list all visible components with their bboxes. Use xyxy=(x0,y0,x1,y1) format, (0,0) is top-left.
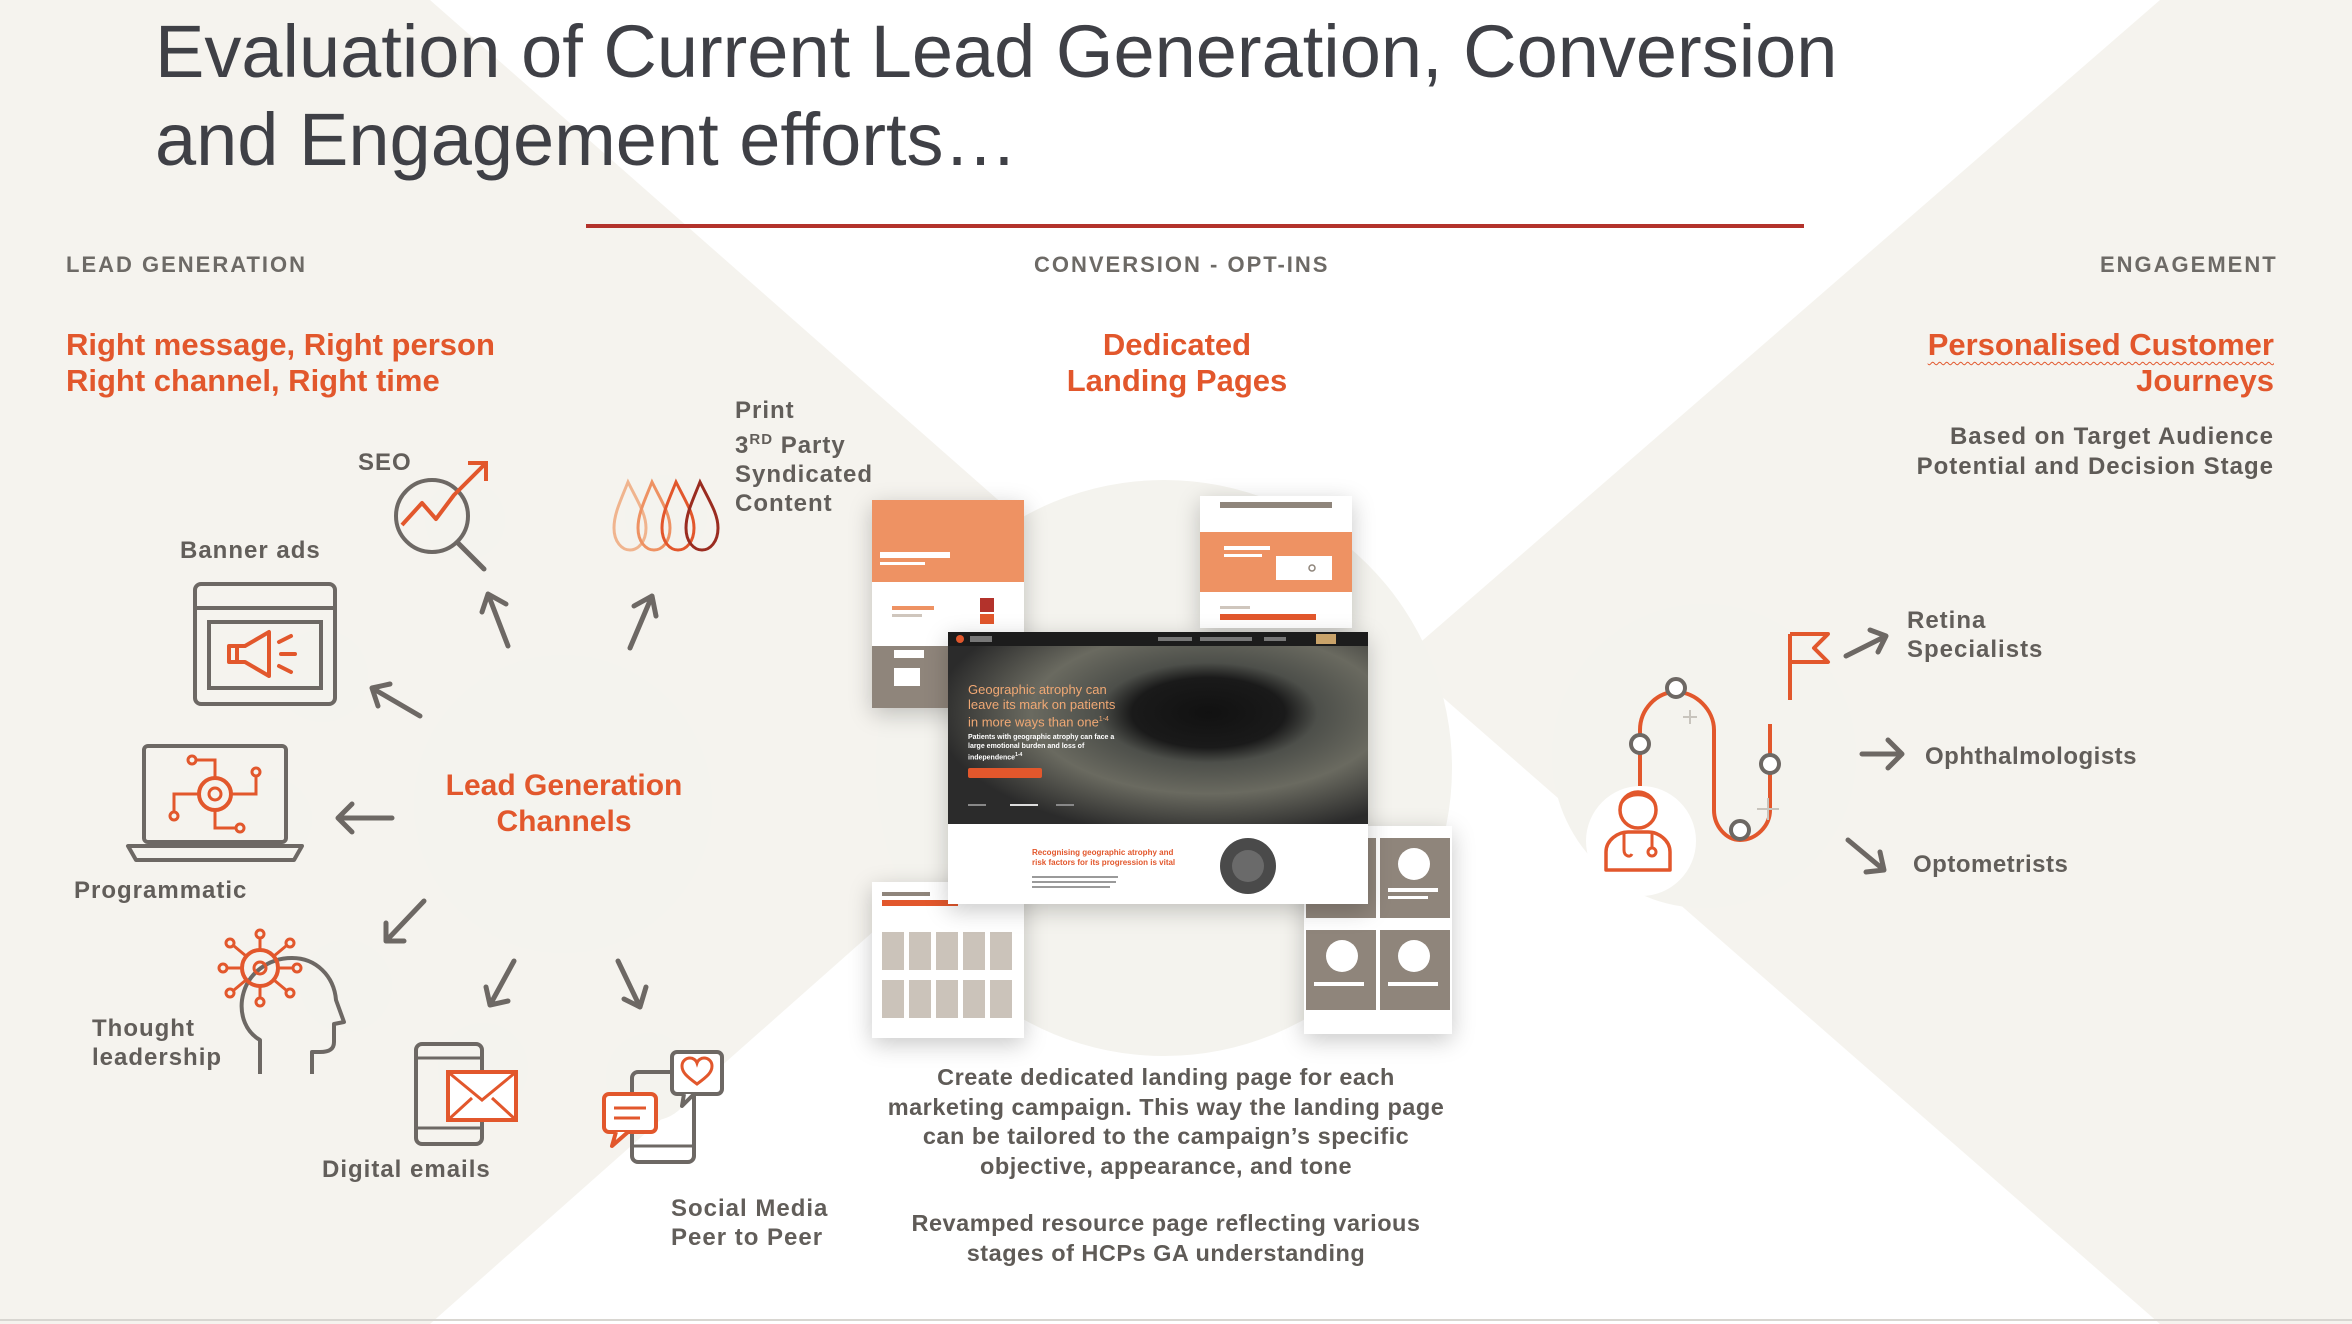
resource-page-description-line2: stages of HCPs GA understanding xyxy=(966,1239,1366,1266)
engagement-subtitle-line2: Potential and Decision Stage xyxy=(1916,453,2274,480)
thought-label: Thought leadership xyxy=(92,1014,222,1072)
hero-heading-line3-text: in more ways than one xyxy=(968,714,1099,730)
hero-heading-line3: in more ways than one1-4 xyxy=(968,712,1138,729)
arrow-to-banner xyxy=(366,680,424,720)
engagement-label: ENGAGEMENT xyxy=(2100,252,2278,277)
retina-label-line1: Retina xyxy=(1907,607,1987,634)
seo-icon xyxy=(388,455,498,572)
hub-label-line2: Channels xyxy=(496,805,632,838)
hero-subtext-line1: Patients with geographic atrophy can fac… xyxy=(968,734,1115,741)
hero-lower-heading-line1: Recognising geographic atrophy and xyxy=(1032,848,1174,857)
hero-subtext-line3: independence1-4 xyxy=(968,751,1148,763)
lead-generation-headline-line1: Right message, Right person xyxy=(66,327,495,362)
retina-specialists-label: Retina Specialists xyxy=(1907,606,2043,664)
seo-label: SEO xyxy=(358,449,412,476)
landing-page-mock-2 xyxy=(1200,496,1352,628)
engagement-headline-line2: Journeys xyxy=(2136,363,2274,398)
engagement-headline-line1: Personalised Customer xyxy=(1800,327,2274,363)
engagement-subtitle: Based on Target Audience Potential and D… xyxy=(1800,422,2274,482)
conversion-headline-line1: Dedicated xyxy=(1102,327,1252,362)
lead-generation-headline: Right message, Right person Right channe… xyxy=(66,327,495,399)
conversion-description-line2: marketing campaign. This way the landing… xyxy=(887,1093,1445,1120)
optometrists-label: Optometrists xyxy=(1913,851,2069,878)
slide-title: Evaluation of Current Lead Generation, C… xyxy=(155,8,2055,184)
engagement-headline-personalised: Personalised Customer xyxy=(1927,327,2274,362)
print-drops-icon xyxy=(612,478,722,556)
thought-label-line1: Thought xyxy=(92,1015,195,1042)
lead-generation-headline-line2: Right channel, Right time xyxy=(66,363,440,398)
digital-emails-icon xyxy=(412,1040,520,1148)
hero-subtext: Patients with geographic atrophy can fac… xyxy=(968,734,1148,763)
print-label-line4: Content xyxy=(735,490,833,517)
slide-title-line2: and Engagement efforts… xyxy=(155,98,1018,181)
hero-heading: Geographic atrophy can leave its mark on… xyxy=(968,682,1138,729)
arrow-to-ophthalmologists xyxy=(1858,736,1908,772)
retina-label-line2: Specialists xyxy=(1907,636,2044,663)
customer-journey-icon xyxy=(1600,630,1840,870)
banner-label: Banner ads xyxy=(180,537,321,564)
print-label-line1: Print xyxy=(735,397,795,424)
title-rule xyxy=(586,224,1804,228)
hub-label-line1: Lead Generation xyxy=(445,769,683,802)
emails-label: Digital emails xyxy=(322,1156,491,1183)
arrow-to-retina xyxy=(1842,626,1892,662)
engagement-subtitle-line1: Based on Target Audience xyxy=(1949,423,2274,450)
conversion-description-line3: can be tailored to the campaign’s specif… xyxy=(922,1123,1410,1149)
landing-page-mock-3 xyxy=(872,882,1024,1038)
ophthalmologists-label: Ophthalmologists xyxy=(1925,743,2137,770)
programmatic-label: Programmatic xyxy=(74,877,248,904)
hero-lower-heading: Recognising geographic atrophy and risk … xyxy=(1032,848,1192,868)
arrow-to-optometrists xyxy=(1844,836,1890,878)
thought-leadership-icon xyxy=(216,928,348,1076)
hero-mock-graphic xyxy=(948,632,1368,904)
conversion-description: Create dedicated landing page for each m… xyxy=(826,1063,1506,1181)
arrow-to-print xyxy=(622,590,662,652)
print-label-line3: Syndicated xyxy=(735,461,874,488)
doctor-bubble xyxy=(1586,786,1696,896)
social-media-icon xyxy=(602,1050,724,1164)
doctor-icon xyxy=(1602,786,1674,872)
conversion-label: CONVERSION - OPT-INS xyxy=(1034,252,1330,277)
hub-circle xyxy=(414,655,712,953)
resource-page-description-line1: Revamped resource page reflecting variou… xyxy=(911,1210,1421,1236)
arrow-to-social xyxy=(612,955,652,1013)
arrow-to-programmatic xyxy=(332,800,396,836)
hero-heading-line1: Geographic atrophy can xyxy=(968,682,1107,697)
arrow-to-emails xyxy=(480,955,520,1011)
print-label-3: 3 xyxy=(735,432,750,459)
social-label-line1: Social Media xyxy=(671,1195,829,1222)
hero-subtext-sup: 1-4 xyxy=(1015,752,1023,758)
slide-title-line1: Evaluation of Current Lead Generation, C… xyxy=(155,10,1838,93)
programmatic-laptop-icon xyxy=(126,742,304,864)
conversion-headline: Dedicated Landing Pages xyxy=(1000,327,1354,399)
hub-label: Lead Generation Channels xyxy=(414,768,714,840)
print-label: Print 3RD Party Syndicated Content xyxy=(735,396,873,518)
hero-subtext-line3-text: independence xyxy=(968,754,1016,762)
conversion-description-line4: objective, appearance, and tone xyxy=(979,1152,1353,1179)
arrow-to-thought xyxy=(380,895,428,947)
hero-lower-heading-line2: risk factors for its progression is vita… xyxy=(1032,858,1176,867)
hero-heading-line2: leave its mark on patients xyxy=(968,697,1116,712)
print-label-party: Party xyxy=(773,432,846,459)
arrow-to-seo xyxy=(478,588,518,650)
engagement-headline: Personalised Customer Journeys xyxy=(1800,327,2274,399)
social-label-line2: Peer to Peer xyxy=(671,1224,824,1251)
resource-page-description: Revamped resource page reflecting variou… xyxy=(826,1209,1506,1268)
thought-bubble xyxy=(300,940,392,1032)
lead-generation-label: LEAD GENERATION xyxy=(66,252,308,277)
conversion-description-line1: Create dedicated landing page for each xyxy=(937,1064,1395,1090)
social-label: Social Media Peer to Peer xyxy=(671,1194,828,1252)
hero-subtext-line2: large emotional burden and loss of xyxy=(968,742,1085,750)
banner-ads-icon xyxy=(193,582,337,707)
thought-label-line2: leadership xyxy=(92,1044,223,1071)
hero-heading-sup: 1-4 xyxy=(1098,716,1109,723)
print-label-line2: 3RD Party xyxy=(735,425,873,460)
print-label-rd: RD xyxy=(749,431,774,448)
conversion-headline-line2: Landing Pages xyxy=(1066,363,1288,398)
landing-page-hero-mock: Geographic atrophy can leave its mark on… xyxy=(948,632,1368,904)
